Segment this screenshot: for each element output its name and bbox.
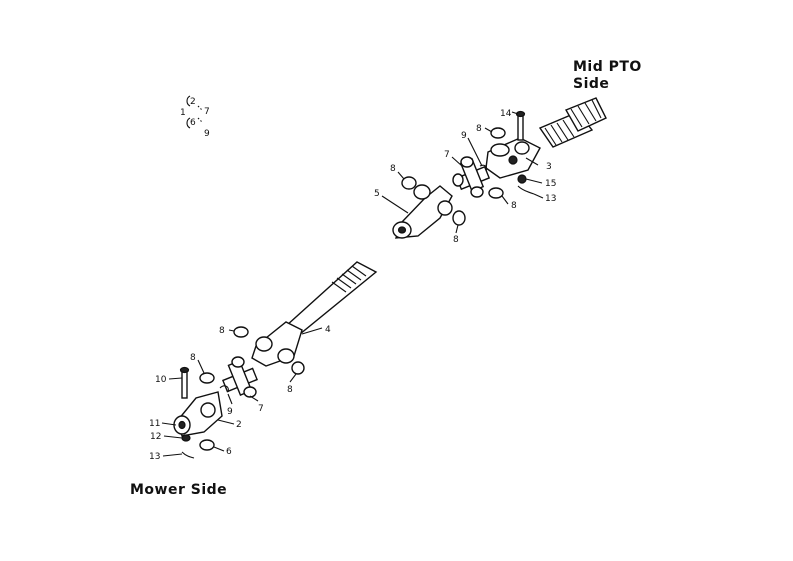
- callout-6: 6: [226, 447, 232, 457]
- ring-8-upper-a: [490, 127, 506, 139]
- legend-glyph: 2 1 7 6 9: [180, 95, 210, 139]
- ring-8-lower-b: [291, 361, 305, 375]
- legend-2: 2: [190, 97, 196, 107]
- callout-9: 9: [461, 131, 467, 141]
- legend-7: 7: [204, 107, 210, 117]
- callout-8: 8: [476, 124, 482, 134]
- ring-6: [199, 439, 215, 451]
- pto-splined-shaft: [538, 97, 607, 148]
- callout-5: 5: [374, 189, 380, 199]
- callout-8: 8: [287, 385, 293, 395]
- callout-15: 15: [545, 179, 556, 189]
- callout-13: 13: [545, 194, 556, 204]
- callout-numbers: 14 8 9 7 3 15 8 13 8 5 8 8 4 8 8 10 9 7 …: [149, 109, 556, 462]
- callout-10: 10: [155, 375, 167, 385]
- callout-8: 8: [219, 326, 225, 336]
- yoke-2: [173, 391, 223, 437]
- callout-13: 13: [149, 452, 160, 462]
- clip-13-lower: [181, 451, 195, 459]
- bolt-10: [179, 366, 190, 399]
- callout-3: 3: [546, 162, 552, 172]
- ring-8-mid-b: [452, 210, 466, 226]
- clip-9-upper: [479, 164, 488, 172]
- ring-8-bottom-a: [199, 372, 215, 384]
- callout-7: 7: [258, 404, 264, 414]
- callout-8: 8: [390, 164, 396, 174]
- shaft-4: [251, 261, 378, 367]
- sleeve-yoke-5: [392, 184, 453, 239]
- ring-8-mid-a: [401, 176, 417, 190]
- pin-14: [515, 110, 526, 141]
- callout-4: 4: [325, 325, 331, 335]
- side-line: Side: [573, 76, 610, 92]
- ring-8-lower-a: [233, 326, 249, 338]
- callout-8: 8: [453, 235, 459, 245]
- washer-12: [181, 434, 191, 442]
- mid-pto-line: Mid PTO: [573, 59, 642, 75]
- ring-8-upper-b: [488, 187, 504, 199]
- callout-2: 2: [236, 420, 242, 430]
- nut-15: [517, 174, 527, 184]
- legend-1: 1: [180, 108, 186, 118]
- clip-9-lower: [219, 385, 229, 393]
- callout-14: 14: [500, 109, 512, 119]
- legend-6: 6: [190, 118, 196, 128]
- mid-pto-side-label: Mid PTO Side: [573, 59, 642, 93]
- clip-13-upper: [517, 185, 535, 195]
- callout-9: 9: [227, 407, 233, 417]
- mower-side-label: Mower Side: [130, 482, 228, 498]
- legend-9: 9: [204, 129, 210, 139]
- cross-7-upper: [452, 156, 491, 198]
- callout-11: 11: [149, 419, 160, 429]
- callout-8: 8: [511, 201, 517, 211]
- callout-12: 12: [150, 432, 161, 442]
- leader-lines: [161, 111, 544, 457]
- callout-7: 7: [444, 150, 450, 160]
- yoke-3: [485, 137, 541, 179]
- callout-8: 8: [190, 353, 196, 363]
